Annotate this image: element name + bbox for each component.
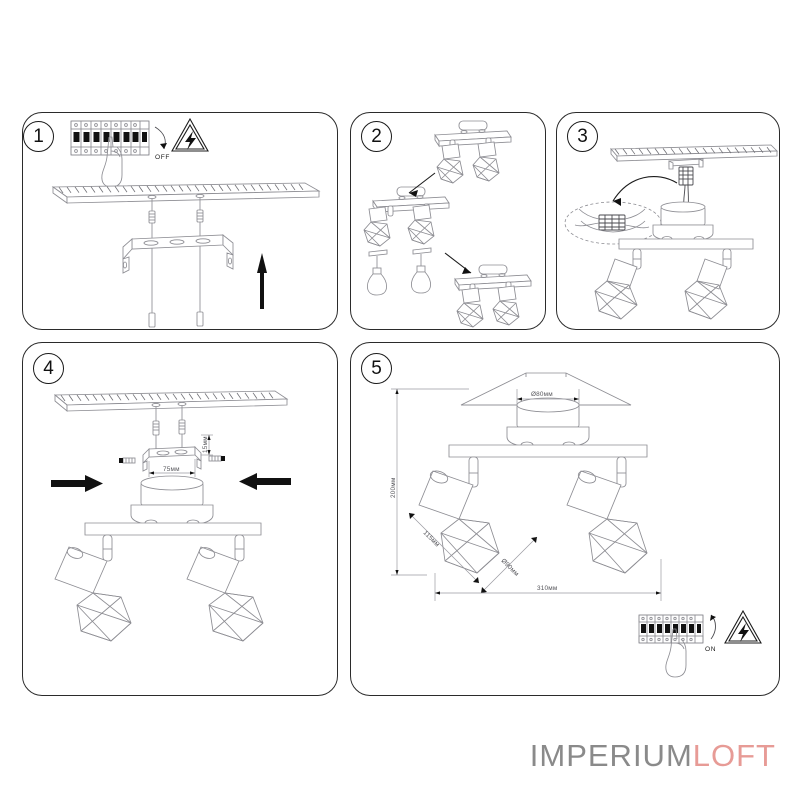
- mounting-bracket-icon: [122, 234, 234, 274]
- terminal-block-icon: [668, 158, 704, 208]
- screw-icon: [151, 401, 187, 453]
- panel-step-1: 1: [22, 112, 338, 330]
- set-screw-icon: [119, 455, 225, 464]
- panel-step-5: 5 Ø80мм: [350, 342, 780, 696]
- dimension-label-200mm: 200мм: [390, 478, 397, 498]
- switch-off-label: OFF: [155, 154, 170, 161]
- switch-off-arrow-icon: [154, 126, 167, 150]
- logo-primary-text: IMPERIUM: [529, 738, 693, 773]
- panel-step-4: 4: [22, 342, 338, 696]
- lamp-assembly-icon: [594, 238, 754, 320]
- up-arrow-icon: [257, 253, 267, 309]
- canopy-icon: [506, 397, 590, 449]
- left-arrow-icon: [239, 473, 291, 490]
- ceiling-slab-icon: [51, 182, 321, 204]
- logo-accent-text: LOFT: [692, 738, 776, 773]
- bulb-icon: [367, 247, 432, 296]
- dimension-label-15mm: 15мм: [202, 436, 209, 453]
- switch-on-arrow-icon: [710, 614, 716, 640]
- step-number-badge-2: 2: [361, 121, 392, 152]
- mounting-bracket-icon: [142, 445, 202, 472]
- electrical-hazard-icon: [171, 117, 209, 152]
- lamp-assembly-icon: [454, 264, 532, 328]
- breaker-panel-icon: [70, 120, 150, 156]
- panel-step-3: 3: [556, 112, 780, 330]
- screw-icon: [147, 193, 205, 328]
- ceiling-plate-icon: [460, 372, 632, 406]
- lamp-assembly-icon: [54, 522, 264, 642]
- lamp-assembly-icon: [418, 444, 648, 574]
- lamp-assembly-icon: [363, 186, 450, 247]
- breaker-panel-icon: [638, 614, 704, 644]
- dimension-label-115mm: 115мм: [422, 529, 441, 548]
- dimension-label-d80: Ø80мм: [531, 391, 553, 398]
- dimension-overall-width: 310мм: [434, 559, 662, 601]
- dimension-canopy-diameter: Ø80мм: [516, 389, 580, 409]
- dimension-label-75mm: 75мм: [163, 466, 180, 473]
- step-number-badge-5: 5: [361, 353, 392, 384]
- canopy-icon: [130, 475, 214, 527]
- dimension-shade-length: 115мм: [408, 512, 480, 584]
- dimension-overall-height: 200мм: [390, 388, 469, 576]
- electrical-hazard-icon: [724, 609, 762, 644]
- step-number-badge-1: 1: [23, 121, 54, 152]
- step-number-badge-4: 4: [33, 353, 64, 384]
- dimension-label-310mm: 310мм: [537, 585, 557, 592]
- lamp-assembly-icon: [434, 120, 512, 184]
- hand-pointing-icon: [665, 628, 687, 678]
- dimension-label-d90: Ø90мм: [500, 557, 520, 577]
- panel-step-2: 2: [350, 112, 546, 330]
- switch-on-label: ON: [705, 646, 716, 653]
- diagonal-arrow-icon: [408, 172, 472, 274]
- dimension-shade-diameter: Ø90мм: [480, 536, 538, 594]
- ceiling-slab-icon: [610, 144, 778, 163]
- step-number-badge-3: 3: [567, 121, 598, 152]
- dimension-bracket-width: 75мм: [148, 459, 196, 477]
- right-arrow-icon: [51, 475, 103, 492]
- curved-arrow-icon: [612, 176, 678, 206]
- ceiling-slab-icon: [53, 390, 289, 412]
- detail-callout-icon: [564, 201, 662, 245]
- canopy-icon: [652, 201, 714, 242]
- dimension-bracket-height: 15мм: [201, 434, 213, 456]
